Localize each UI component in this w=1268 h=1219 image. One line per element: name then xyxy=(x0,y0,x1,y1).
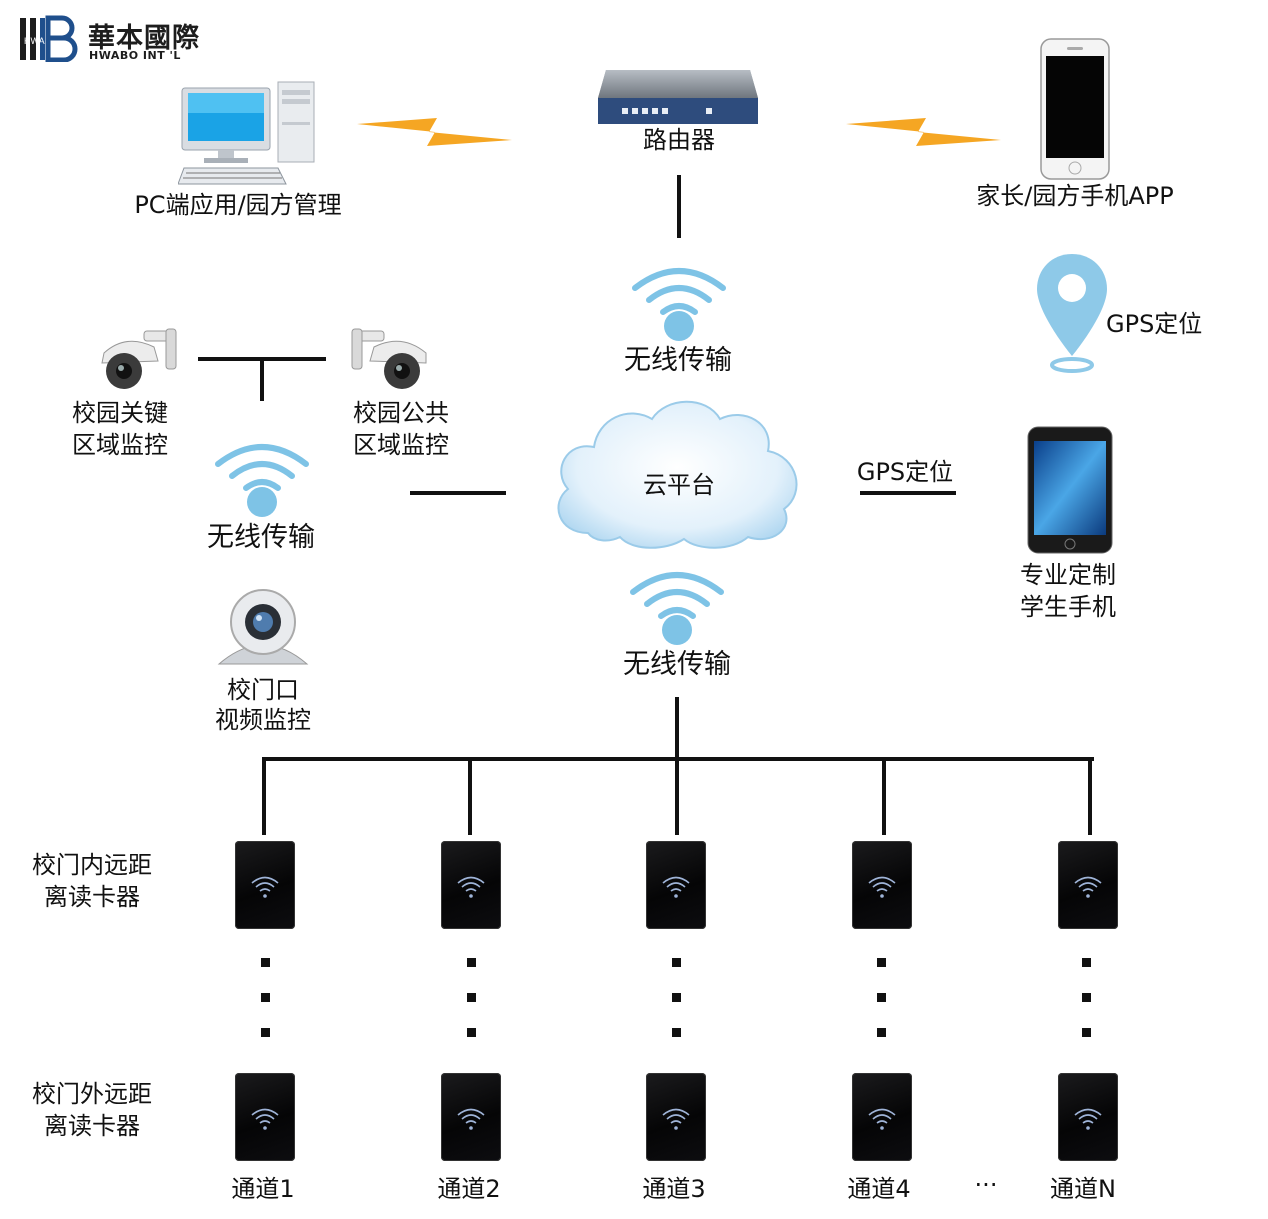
router-icon xyxy=(598,70,758,124)
webcam-icon xyxy=(217,589,309,665)
wireless-top-label: 无线传输 xyxy=(624,345,732,376)
drop-line-2 xyxy=(468,757,472,835)
logo-mark-icon: HWA xyxy=(20,15,78,62)
logo-subtitle: HWABO INT 'L xyxy=(89,49,181,62)
wifi-top-icon xyxy=(632,268,726,341)
nfc-icon xyxy=(868,876,896,898)
location-pin-icon xyxy=(1037,254,1107,373)
card-reader-outer-3 xyxy=(646,1073,706,1161)
gps-pin-label: GPS定位 xyxy=(1106,310,1203,338)
phone-app-label: 家长/园方手机APP xyxy=(976,182,1174,210)
dot xyxy=(672,1028,681,1037)
camera-link-vertical xyxy=(260,357,264,401)
lightning-right-icon xyxy=(846,118,1001,146)
router-link-line xyxy=(677,175,681,238)
channel-label-n: 通道N xyxy=(1050,1175,1116,1203)
cloud-right-link xyxy=(860,491,956,495)
wireless-left-label: 无线传输 xyxy=(207,522,315,553)
dot xyxy=(1082,1028,1091,1037)
trunk-line xyxy=(675,697,679,759)
lightning-left-icon xyxy=(357,118,512,146)
dot xyxy=(261,993,270,1002)
cam-public-label-1: 校园公共 xyxy=(353,399,449,427)
dot xyxy=(1082,993,1091,1002)
dot xyxy=(261,958,270,967)
logo-title: 華本國際 xyxy=(88,23,200,54)
dome-camera-left-icon xyxy=(101,328,177,389)
drop-line-1 xyxy=(262,757,266,835)
card-reader-inner-1 xyxy=(235,841,295,929)
company-logo: HWA 華本國際 HWABO INT 'L xyxy=(18,14,228,66)
desktop-computer-icon xyxy=(178,81,315,185)
dot xyxy=(467,993,476,1002)
cloud-icon xyxy=(557,400,798,549)
gps-link-label: GPS定位 xyxy=(856,458,954,486)
pc-label: PC端应用/园方管理 xyxy=(134,191,342,219)
student-phone-label-2: 学生手机 xyxy=(1020,593,1116,621)
dome-camera-right-icon xyxy=(351,328,427,389)
dot xyxy=(877,993,886,1002)
card-reader-inner-2 xyxy=(441,841,501,929)
card-reader-inner-5 xyxy=(1058,841,1118,929)
nfc-icon xyxy=(662,1108,690,1130)
drop-line-5 xyxy=(1088,757,1092,835)
nfc-icon xyxy=(1074,876,1102,898)
nfc-icon xyxy=(868,1108,896,1130)
cam-key-label-1: 校园关键 xyxy=(72,399,168,427)
drop-line-3 xyxy=(675,757,679,835)
card-reader-outer-5 xyxy=(1058,1073,1118,1161)
nfc-icon xyxy=(662,876,690,898)
dot xyxy=(467,1028,476,1037)
nfc-icon xyxy=(1074,1108,1102,1130)
outer-reader-label-1: 校门外远距 xyxy=(32,1080,152,1108)
nfc-icon xyxy=(251,1108,279,1130)
student-phone-label-1: 专业定制 xyxy=(1020,561,1116,589)
drop-line-4 xyxy=(882,757,886,835)
nfc-icon xyxy=(457,1108,485,1130)
dot xyxy=(1082,958,1091,967)
nfc-icon xyxy=(457,876,485,898)
channel-label-2: 通道2 xyxy=(437,1175,501,1203)
channel-label-1: 通道1 xyxy=(231,1175,295,1203)
cloud-label: 云平台 xyxy=(643,471,715,499)
card-reader-inner-4 xyxy=(852,841,912,929)
card-reader-outer-4 xyxy=(852,1073,912,1161)
inner-reader-label-1: 校门内远距 xyxy=(32,851,152,879)
wifi-left-icon xyxy=(215,444,309,517)
smartphone-icon xyxy=(1040,38,1110,180)
dot xyxy=(877,1028,886,1037)
cloud-left-link xyxy=(410,491,506,495)
dot xyxy=(261,1028,270,1037)
dot xyxy=(467,958,476,967)
svg-text:HWA: HWA xyxy=(24,36,45,46)
card-reader-outer-2 xyxy=(441,1073,501,1161)
cam-key-label-2: 区域监控 xyxy=(72,431,168,459)
dot xyxy=(672,958,681,967)
gate-cam-label-2: 视频监控 xyxy=(215,706,311,734)
channel-label-3: 通道3 xyxy=(642,1175,706,1203)
wireless-bottom-label: 无线传输 xyxy=(623,649,731,680)
inner-reader-label-2: 离读卡器 xyxy=(44,883,140,911)
wifi-bottom-icon xyxy=(630,572,724,645)
card-reader-outer-1 xyxy=(235,1073,295,1161)
outer-reader-label-2: 离读卡器 xyxy=(44,1112,140,1140)
gate-cam-label-1: 校门口 xyxy=(227,676,299,704)
student-phone-icon xyxy=(1027,426,1113,554)
cam-public-label-2: 区域监控 xyxy=(353,431,449,459)
dot xyxy=(877,958,886,967)
router-label: 路由器 xyxy=(643,126,715,154)
dot xyxy=(672,993,681,1002)
card-reader-inner-3 xyxy=(646,841,706,929)
channel-ellipsis: ··· xyxy=(974,1171,998,1199)
nfc-icon xyxy=(251,876,279,898)
channel-label-4: 通道4 xyxy=(847,1175,911,1203)
